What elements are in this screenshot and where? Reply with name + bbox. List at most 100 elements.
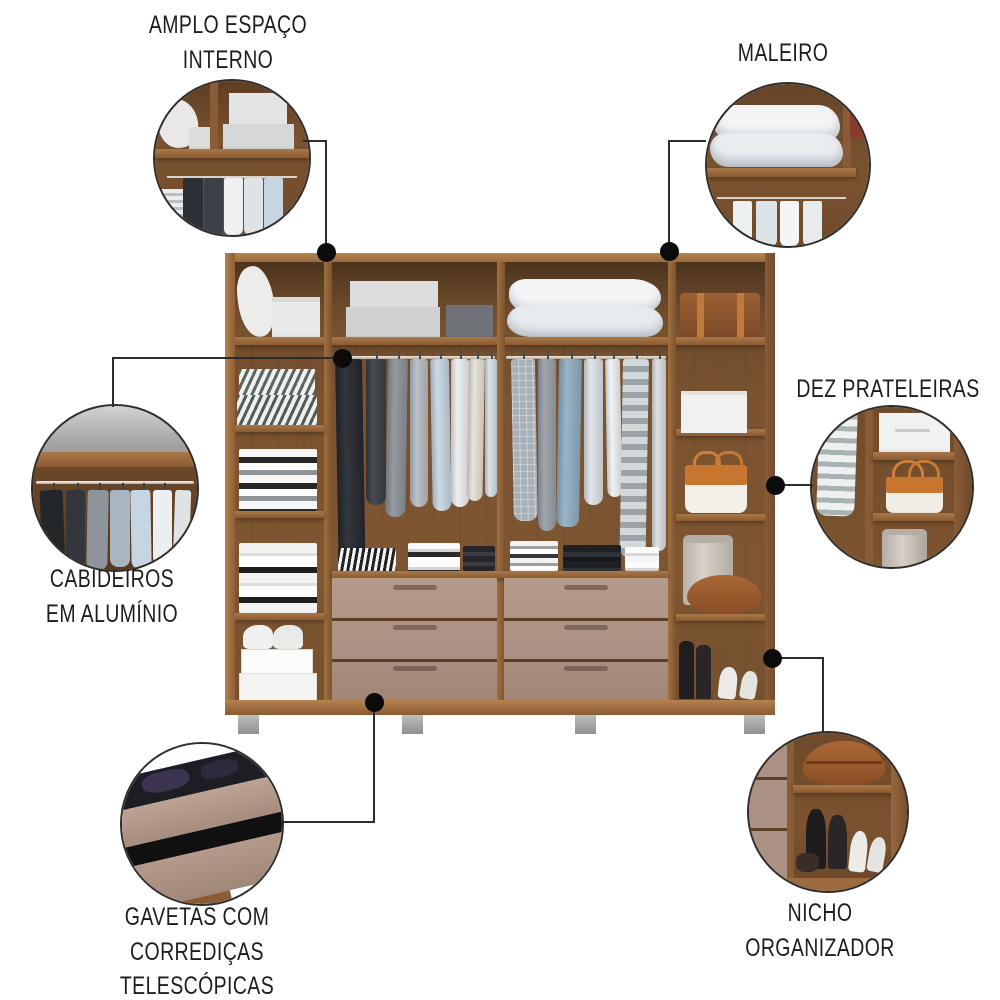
vertical-divider [324,262,332,700]
handbag-flap [885,477,944,494]
hanging-rod [506,356,666,359]
hanging-garment [130,489,152,569]
shelf [872,512,972,521]
striped-towel [816,407,859,517]
shelf [676,614,765,621]
hanging-garment [802,200,823,246]
open-drawer-group [122,744,282,904]
drawer-handle [564,585,608,590]
connector-line [772,657,824,659]
suitcase-strap [697,293,704,337]
connector-dot [333,349,352,368]
storage-box-lid [350,281,438,307]
vertical-divider [786,733,794,891]
connector-line [822,657,824,733]
callout-circle-gavetas [120,742,284,906]
callout-circle-dez-prateleiras [810,405,974,569]
callout-circle-amplo-espaco [153,79,311,237]
wardrobe-foot [402,715,423,734]
hanging-garment [556,358,582,528]
drawer-handle [392,625,437,630]
storage-box [228,93,288,125]
hanging-garment [451,349,469,507]
folded-clothes-stack [338,548,396,571]
shelf [235,511,324,518]
hanging-garment [264,178,283,235]
vertical-divider [843,84,852,169]
drawer-unit-edge [749,733,787,891]
callout-label-nicho: NICHO ORGANIZADOR [745,899,895,962]
storage-box [879,413,950,452]
wardrobe-base [225,700,775,715]
wardrobe [225,253,775,715]
folded-clothes-stack [408,543,460,571]
hanging-garment [366,349,386,505]
storage-box [222,124,294,149]
wardrobe-frame-right [891,733,907,891]
connector-line [112,357,114,407]
hanging-garment [605,358,623,498]
connector-line [112,357,342,359]
folded-clothes-stack [625,547,659,571]
wardrobe-frame-top [225,253,775,262]
hanging-garment [172,489,192,563]
folded-clothes-stack [463,546,495,571]
drawer-unit [332,578,497,700]
handbag-handle [892,459,924,482]
hanging-garment [430,358,452,512]
drawer-gap [749,827,787,831]
connector-dot [660,242,679,261]
callout-label-cabideiros: CABIDEIROS EM ALUMÍNIO [45,565,179,628]
shelf [235,613,324,620]
round-box-strap [805,761,882,765]
hanging-garment [410,349,428,507]
callout-circle-nicho [747,731,909,893]
vertical-divider [864,407,873,567]
wardrobe-foot [238,715,259,734]
hanger-hook [121,483,124,491]
connector-line [668,140,706,142]
canister [882,528,928,567]
wardrobe-foot [575,715,596,734]
hanging-garment [110,489,130,567]
drawer-gap [504,659,668,662]
hanger-hook [164,483,167,491]
hanging-garment [584,349,603,505]
folded-duvet [710,132,844,167]
round-leather-box [687,575,761,614]
storage-box [346,307,440,337]
folded-clothes-stack [563,545,621,571]
connector-line [775,484,813,486]
hanging-rod [334,356,495,359]
hanging-garment [335,358,366,558]
callout-label-amplo-espaco: AMPLO ESPAÇO INTERNO [148,11,308,74]
callout-circle-cabideiros [31,404,199,572]
hanging-garment [466,358,485,502]
vertical-divider [668,262,676,700]
hanging-garment [224,178,243,235]
sneaker [243,625,273,649]
hanger-hook [142,483,145,491]
hanging-garment [39,489,66,570]
shelf [155,148,309,158]
hanging-garment [65,489,86,567]
wood-floor [786,878,907,891]
connector-line [668,141,670,251]
box-handle [895,429,931,433]
patterned-box [239,369,315,395]
shoe-box [241,649,313,675]
shoe [796,853,819,873]
hanging-garment [485,349,497,497]
hanging-garment [152,489,173,566]
handbag-handle [715,451,743,470]
connector-line [303,140,327,142]
connector-dot [365,693,384,712]
storage-box [188,127,211,149]
boot [828,815,847,869]
callout-label-maleiro: MALEIRO [737,39,829,67]
patterned-box [155,188,183,235]
drawer-handle [392,666,437,671]
shelf [235,425,324,432]
patterned-box [237,395,317,425]
hanging-garment [619,358,649,558]
